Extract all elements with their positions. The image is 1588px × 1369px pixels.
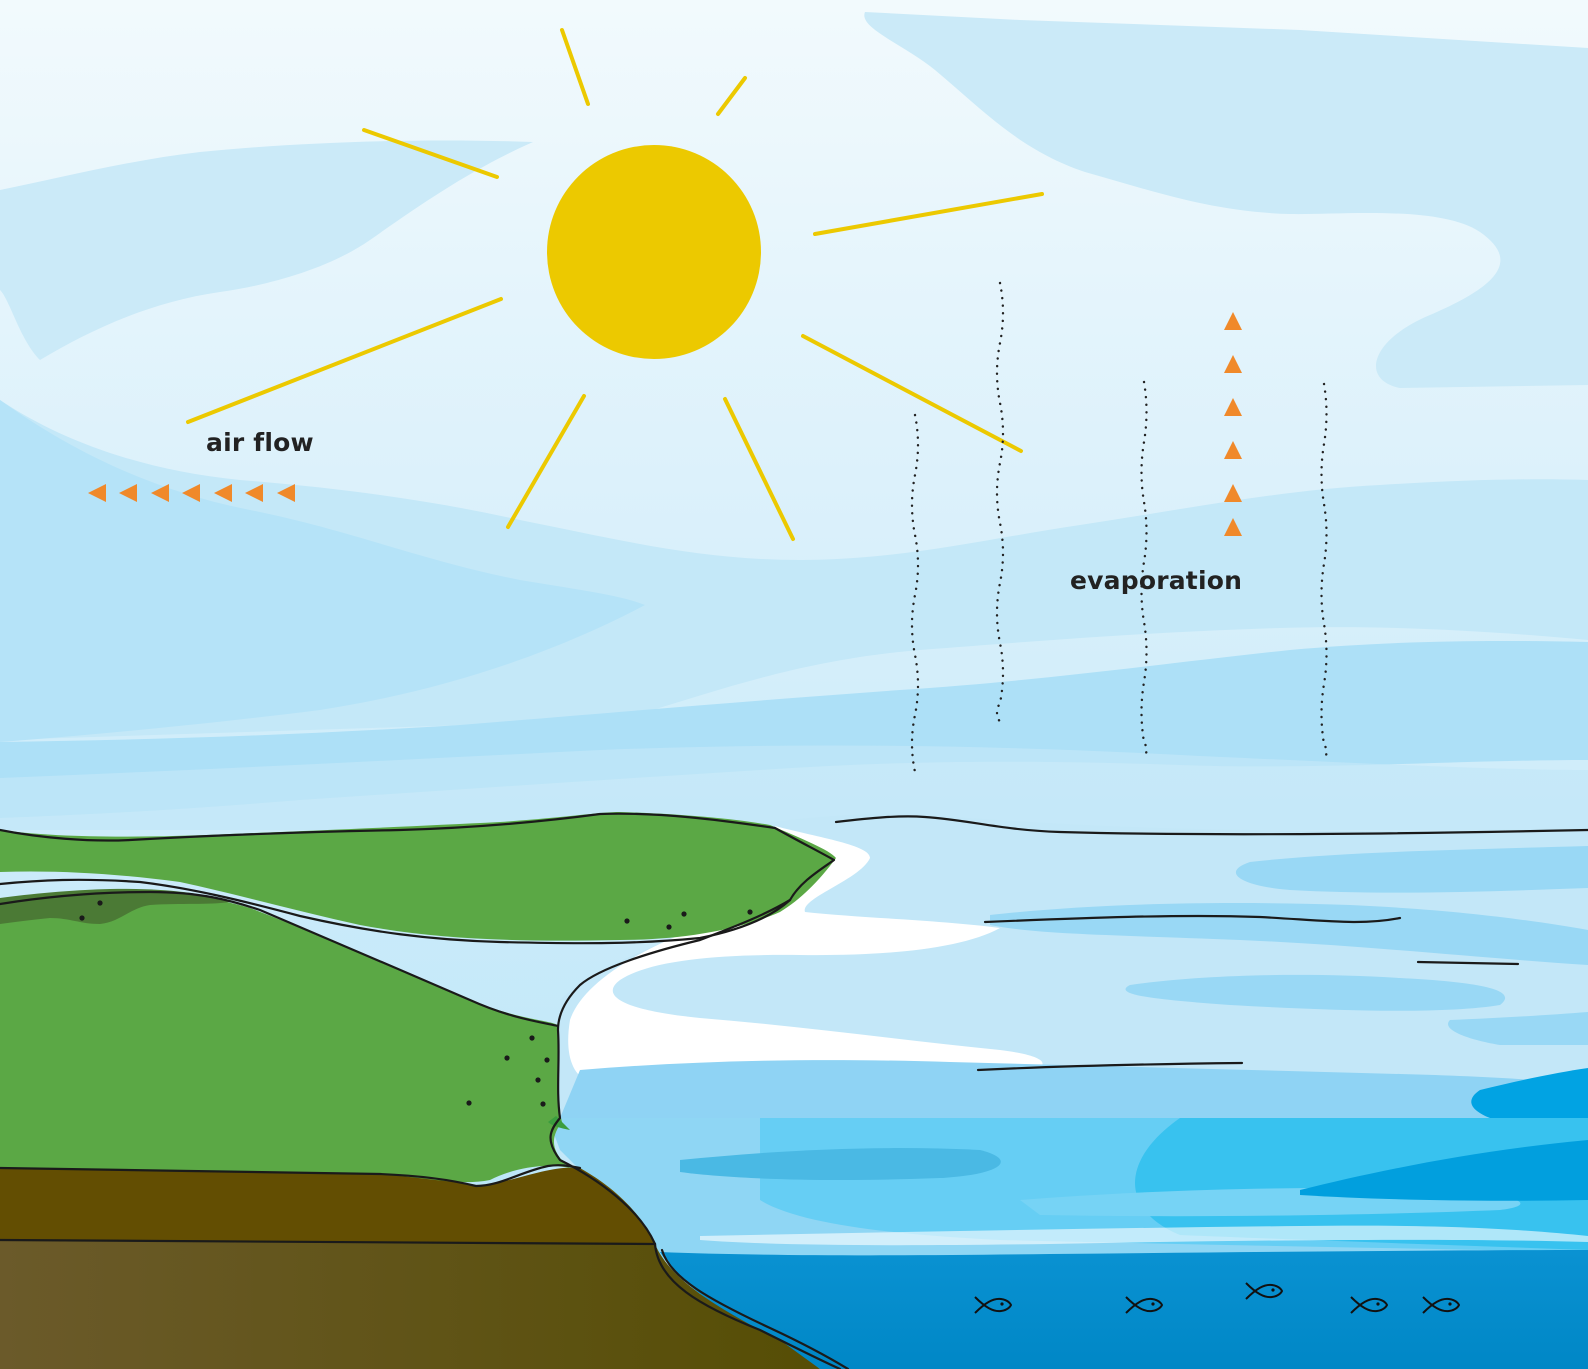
sun-ray bbox=[716, 76, 747, 116]
wave-streak bbox=[680, 1148, 1001, 1180]
grass-edge bbox=[548, 1116, 570, 1130]
grass-dot bbox=[544, 1057, 550, 1063]
bedrock bbox=[0, 1240, 820, 1369]
near-hill bbox=[0, 893, 570, 1183]
arrow-left-icon bbox=[277, 484, 295, 502]
grass-dot bbox=[681, 911, 687, 917]
sun-ray bbox=[723, 397, 795, 541]
fish-eye bbox=[1151, 1302, 1155, 1306]
arrow-left-icon bbox=[119, 484, 137, 502]
grass-dot bbox=[624, 918, 630, 924]
water-streak bbox=[990, 903, 1588, 965]
cloud-band bbox=[864, 12, 1588, 388]
river-outline bbox=[0, 890, 560, 1028]
fish-eye bbox=[1000, 1302, 1004, 1306]
steam-line bbox=[1320, 382, 1328, 762]
fish-eye bbox=[1271, 1288, 1275, 1292]
grass-dot bbox=[535, 1077, 541, 1083]
water-ripple bbox=[976, 1061, 1244, 1072]
water-streak bbox=[1125, 974, 1506, 1011]
shore-outline bbox=[660, 1248, 850, 1369]
water-streak bbox=[560, 1060, 1588, 1118]
grass-dot bbox=[79, 915, 85, 921]
fish-group bbox=[974, 1282, 1461, 1314]
air-flow-label: air flow bbox=[206, 428, 314, 457]
fish-icon bbox=[1422, 1296, 1461, 1314]
grass-dot bbox=[466, 1100, 472, 1106]
arrow-left-icon bbox=[182, 484, 200, 502]
fish-icon bbox=[1245, 1282, 1284, 1300]
grass-dot bbox=[666, 924, 672, 930]
water-streak bbox=[1235, 846, 1588, 893]
steam-line bbox=[1140, 380, 1148, 760]
arrow-left-icon bbox=[245, 484, 263, 502]
arrow-up-icon bbox=[1224, 518, 1242, 536]
grass-dot bbox=[529, 1035, 535, 1041]
grass-dot bbox=[504, 1055, 510, 1061]
grass-dot bbox=[97, 900, 103, 906]
arrow-left-icon bbox=[88, 484, 106, 502]
sun-ray bbox=[560, 28, 590, 106]
deep-water bbox=[660, 1250, 1588, 1369]
arrow-up-icon bbox=[1224, 398, 1242, 416]
cloud-band bbox=[0, 140, 533, 360]
sun-ray bbox=[813, 192, 1044, 236]
arrow-left-icon bbox=[214, 484, 232, 502]
evaporation-steam bbox=[910, 281, 1328, 774]
arrow-up-icon bbox=[1224, 355, 1242, 373]
outlines bbox=[0, 812, 1588, 1369]
soil-layer bbox=[0, 1167, 655, 1244]
cloud-band bbox=[0, 400, 645, 742]
fish-eye bbox=[1376, 1302, 1380, 1306]
wave-streak bbox=[1300, 1140, 1588, 1201]
sun-ray bbox=[506, 394, 586, 529]
sun-disc bbox=[547, 145, 761, 359]
cloud-bands bbox=[0, 12, 1588, 830]
sun-ray bbox=[801, 334, 1023, 453]
bedrock-outline bbox=[0, 1238, 657, 1246]
water-ripple bbox=[1416, 960, 1520, 966]
sun-rays bbox=[186, 28, 1044, 541]
steam-line bbox=[910, 413, 920, 774]
arrow-up-icon bbox=[1224, 312, 1242, 330]
soil-outline bbox=[0, 1164, 582, 1188]
sun-ray bbox=[362, 128, 499, 179]
fish-icon bbox=[974, 1296, 1013, 1314]
arrow-left-icon bbox=[151, 484, 169, 502]
water-ripple bbox=[983, 914, 1402, 924]
grass-dots bbox=[79, 900, 753, 1107]
fish-eye bbox=[1448, 1302, 1452, 1306]
far-hill-outline bbox=[0, 812, 836, 945]
evaporation-arrows bbox=[1224, 312, 1242, 536]
shore-outline bbox=[653, 1242, 842, 1369]
land bbox=[0, 812, 836, 1369]
lake bbox=[548, 813, 1588, 1369]
horizon-line bbox=[834, 815, 1588, 836]
cloud-band bbox=[0, 745, 1588, 830]
fish-icon bbox=[1125, 1296, 1164, 1314]
grass-dot bbox=[540, 1101, 546, 1107]
wave-streak bbox=[1471, 1068, 1588, 1118]
evaporation-label: evaporation bbox=[1070, 566, 1243, 595]
far-hill bbox=[0, 812, 836, 941]
foam bbox=[568, 826, 1043, 1086]
grass-dot bbox=[747, 909, 753, 915]
arrow-up-icon bbox=[1224, 484, 1242, 502]
air-flow-arrows bbox=[88, 484, 295, 502]
wave-highlight bbox=[700, 1225, 1588, 1246]
water-streak bbox=[1448, 1012, 1588, 1045]
sun-icon bbox=[186, 28, 1044, 541]
fish-icon bbox=[1350, 1296, 1389, 1314]
sun-ray bbox=[186, 297, 503, 424]
arrow-up-icon bbox=[1224, 441, 1242, 459]
